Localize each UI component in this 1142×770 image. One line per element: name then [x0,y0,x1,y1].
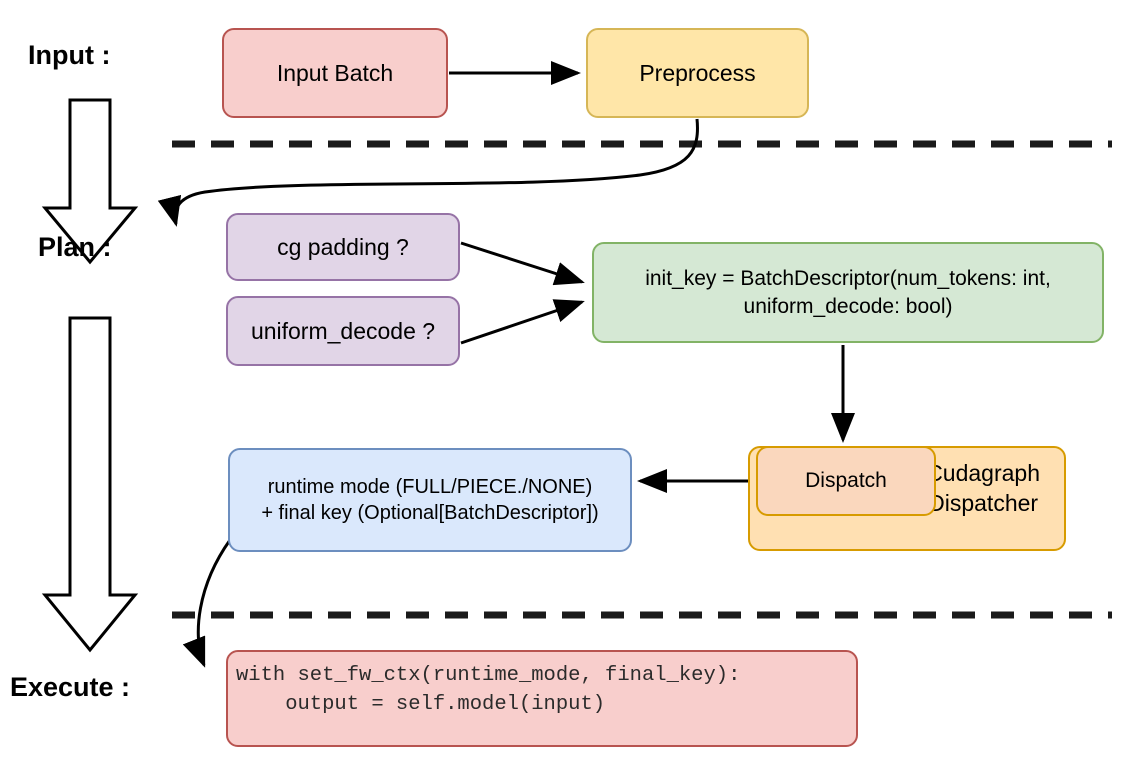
node-uniform-decode[interactable]: uniform_decode ? [226,296,460,366]
node-dispatch-label: Dispatch [805,469,887,493]
stage-label-input: Input : [28,40,111,70]
node-runtime-mode-text: runtime mode (FULL/PIECE./NONE) + final … [238,474,622,527]
node-input-batch[interactable]: Input Batch [222,28,448,118]
node-batch-descriptor[interactable]: init_key = BatchDescriptor(num_tokens: i… [592,242,1104,343]
node-cg-padding-label: cg padding ? [277,233,409,260]
edge-uniform-decode-to-batch-descriptor [460,299,585,345]
node-code-block[interactable]: with set_fw_ctx(runtime_mode, final_key)… [226,650,858,747]
node-runtime-mode[interactable]: runtime mode (FULL/PIECE./NONE) + final … [228,448,632,552]
node-batch-descriptor-line1: init_key = BatchDescriptor(num_tokens: i… [645,266,1051,290]
stage-label-plan: Plan : [38,232,112,262]
node-code-block-text: with set_fw_ctx(runtime_mode, final_key)… [236,661,856,719]
node-runtime-mode-line2: + final key (Optional[BatchDescriptor]) [261,502,599,524]
node-runtime-mode-line1: runtime mode (FULL/PIECE./NONE) [267,475,593,498]
node-cudagraph-dispatcher-line2: Dispatcher [928,490,1039,517]
node-code-block-line2: output = self.model(input) [236,693,606,717]
node-dispatch[interactable]: Dispatch [756,446,936,516]
node-input-batch-label: Input Batch [276,59,394,86]
node-cg-padding[interactable]: cg padding ? [226,213,460,281]
edge-preprocess-to-cg-padding [157,118,699,227]
edge-cg-padding-to-batch-descriptor [460,241,585,286]
stage-label-execute: Execute : [10,672,131,702]
stage-arrow-plan-to-execute [41,316,139,653]
node-cudagraph-dispatcher-text: Cudagraph Dispatcher [926,458,1040,519]
node-batch-descriptor-text: init_key = BatchDescriptor(num_tokens: i… [602,265,1094,320]
edge-runtime-mode-to-code-block [182,539,232,668]
node-cudagraph-dispatcher-line1: Cudagraph [926,460,1040,486]
node-code-block-line1: with set_fw_ctx(runtime_mode, final_key)… [236,664,741,687]
node-batch-descriptor-line2: uniform_decode: bool) [743,294,953,318]
node-preprocess-label: Preprocess [639,59,756,86]
node-uniform-decode-label: uniform_decode ? [250,317,436,344]
node-preprocess[interactable]: Preprocess [586,28,809,118]
